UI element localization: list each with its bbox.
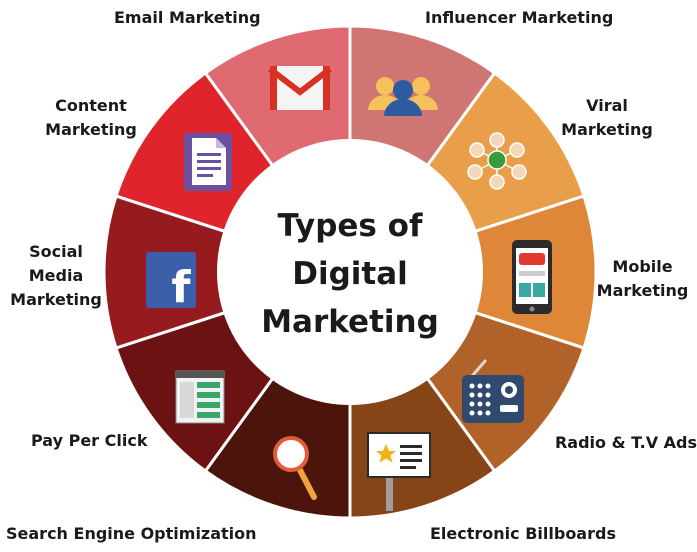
label-mobile-marketing: Mobile Marketing: [596, 257, 689, 300]
center-title: Types of Digital Marketing: [249, 202, 451, 346]
document-icon: [184, 133, 232, 191]
billboard-icon: [367, 432, 431, 511]
center-circle: [217, 139, 483, 405]
webpage-icon: [175, 370, 225, 424]
label-radio-tv-ads: Radio & T.V Ads: [554, 433, 697, 452]
center-title-line-2: Digital: [292, 256, 408, 292]
gmail-icon: [268, 66, 332, 110]
label-pay-per-click: Pay Per Click: [31, 431, 148, 450]
label-email-marketing: Email Marketing: [114, 8, 261, 27]
label-social-media-marketing: Social Media Marketing: [10, 242, 102, 309]
radio-icon: [462, 359, 524, 423]
label-influencer-marketing: Influencer Marketing: [425, 8, 614, 27]
facebook-icon: f: [146, 252, 196, 313]
center-title-line-1: Types of: [277, 208, 423, 244]
mobile-phone-icon: [512, 240, 552, 314]
network-icon: [467, 132, 527, 190]
label-electronic-billboards: Electronic Billboards: [430, 524, 616, 543]
center-title-line-3: Marketing: [261, 304, 439, 340]
label-viral-marketing: Viral Marketing: [561, 96, 653, 139]
people-icon: [368, 77, 438, 116]
label-search-engine-optimization: Search Engine Optimization: [6, 524, 257, 543]
magnifier-icon: [273, 436, 317, 500]
label-content-marketing: Content Marketing: [45, 96, 137, 139]
svg-text:f: f: [171, 262, 191, 313]
